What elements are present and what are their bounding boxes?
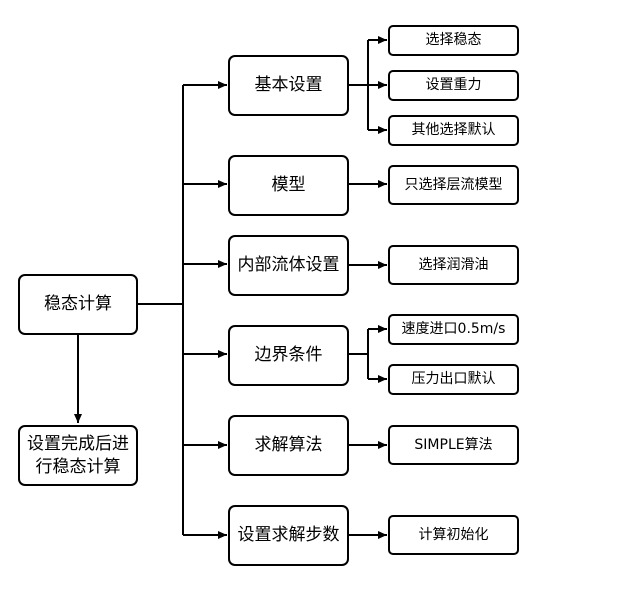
leaf-node-steady-state: 选择稳态	[388, 25, 519, 56]
step-node-model: 模型	[228, 155, 349, 216]
leaf-node-laminar-model: 只选择层流模型	[388, 165, 519, 205]
leaf-node-lubricant: 选择润滑油	[388, 245, 519, 285]
step-node-fluid-settings: 内部流体设置	[228, 235, 349, 296]
leaf-node-other-defaults: 其他选择默认	[388, 115, 519, 146]
step-node-solver-algorithm: 求解算法	[228, 415, 349, 476]
step-node-basic-settings: 基本设置	[228, 55, 349, 116]
leaf-node-gravity: 设置重力	[388, 70, 519, 101]
leaf-node-velocity-inlet: 速度进口0.5m/s	[388, 314, 519, 345]
root-node: 稳态计算	[18, 274, 138, 335]
step-node-boundary-conditions: 边界条件	[228, 325, 349, 386]
leaf-node-initialization: 计算初始化	[388, 515, 519, 555]
step-node-solver-steps: 设置求解步数	[228, 505, 349, 566]
leaf-node-simple-algorithm: SIMPLE算法	[388, 425, 519, 465]
final-node: 设置完成后进行稳态计算	[18, 425, 138, 486]
leaf-node-pressure-outlet: 压力出口默认	[388, 364, 519, 395]
